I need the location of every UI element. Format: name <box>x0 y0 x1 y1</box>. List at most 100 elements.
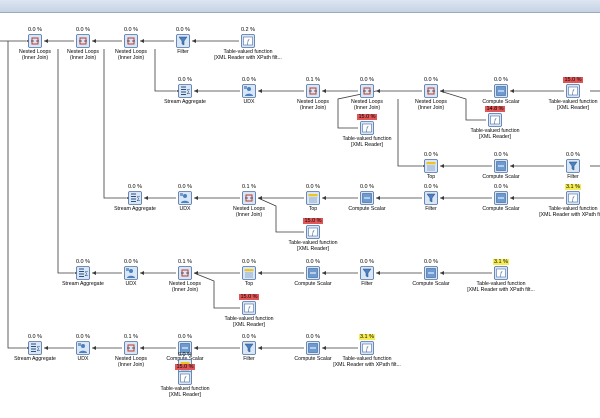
filter-icon <box>360 266 374 280</box>
plan-operator-filter[interactable]: 0.0 %Filter <box>189 334 309 388</box>
plan-operator-compute-scalar[interactable]: 0.0 %Compute Scalar <box>125 334 245 388</box>
operator-label: Stream Aggregate <box>125 99 245 105</box>
plan-operator-filter[interactable]: 0.0 % Filter <box>123 27 243 81</box>
plan-operator-udx[interactable]: 0.0 %UDX <box>71 259 191 313</box>
cost-value: 15.0 % <box>175 364 195 370</box>
operator-detail: [XML Reader with XPath filt... <box>333 362 401 368</box>
operator-cost-percent: 0.0 % <box>441 184 561 190</box>
connector-arrowhead <box>510 196 514 200</box>
plan-operator-compute-scalar[interactable]: 0.0 %Compute Scalar <box>441 152 561 206</box>
svg-text:f: f <box>312 230 315 237</box>
operator-cost-percent: 15.0 % <box>125 364 245 370</box>
operator-detail: [XML Reader] <box>557 105 589 111</box>
operator-detail: [XML Reader] <box>351 142 383 148</box>
operator-detail: (Inner Join) <box>235 212 263 218</box>
plan-operator-udx[interactable]: 0.0 %UDX <box>125 184 245 238</box>
plan-operator-nested-loops[interactable]: 0.1 %Nested Loops(Inner Join) <box>189 184 309 238</box>
table-valued-function-icon: f <box>360 121 374 135</box>
nested-loops-icon <box>242 191 256 205</box>
table-valued-function-icon: f <box>178 371 192 385</box>
plan-operator-nested-loops[interactable]: 0.1 %Nested Loops(Inner Join) <box>125 259 245 313</box>
operator-cost-percent: 0.0 % <box>0 334 95 340</box>
operator-name: Filter <box>361 281 373 287</box>
operator-cost-percent: 0.0 % <box>371 259 491 265</box>
operator-cost-percent: 0.0 % <box>189 77 309 83</box>
cost-value: 0.0 % <box>241 259 257 265</box>
cost-value: 0.0 % <box>423 152 439 158</box>
plan-operator-nested-loops[interactable]: 0.0 %Nested Loops(Inner Join) <box>0 27 95 81</box>
nested-loops-icon <box>124 341 138 355</box>
operator-detail: (Inner Join) <box>69 55 97 61</box>
plan-operator-nested-loops[interactable]: 0.0 %Nested Loops(Inner Join) <box>307 77 427 131</box>
svg-text:Σ: Σ <box>37 347 41 353</box>
plan-operator-udx[interactable]: 0.0 %UDX <box>189 77 309 131</box>
plan-operator-top[interactable]: 0.0 %Top <box>253 184 373 238</box>
plan-operator-top[interactable]: 0.0 %Top <box>371 152 491 206</box>
plan-operator-compute-scalar[interactable]: 0.0 %Compute Scalar <box>253 259 373 313</box>
operator-name: Nested Loops <box>18 49 51 55</box>
cost-value: 0.0 % <box>305 184 321 190</box>
plan-header-bar <box>0 0 600 13</box>
plan-operator-filter[interactable]: 0.0 %Filter <box>307 259 427 313</box>
nested-loops-icon <box>124 34 138 48</box>
operator-label: Nested Loops(Inner Join) <box>23 49 143 61</box>
operator-name: Nested Loops <box>114 356 147 362</box>
operator-detail: (Inner Join) <box>117 55 145 61</box>
connector-arrowhead <box>440 196 444 200</box>
plan-operator-nested-loops[interactable]: 0.0 %Nested Loops(Inner Join) <box>23 27 143 81</box>
stream-aggregate-icon: Σ <box>76 266 90 280</box>
plan-operator-top[interactable]: 0.0 %Top <box>189 259 309 313</box>
compute-scalar-icon <box>424 266 438 280</box>
operator-cost-percent: 0.1 % <box>125 259 245 265</box>
operator-cost-percent: 0.1 % <box>71 334 191 340</box>
plan-operator-nested-loops[interactable]: 0.0 %Nested Loops(Inner Join) <box>71 27 191 81</box>
operator-label: Table-valued function[XML Reader] <box>125 386 245 398</box>
top-icon <box>242 266 256 280</box>
operator-cost-percent: 0.0 % <box>253 334 373 340</box>
cost-value: 0.0 % <box>423 184 439 190</box>
connector-arrow <box>257 197 304 233</box>
plan-operator-compute-scalar[interactable]: 0.0 %Compute Scalar <box>253 334 373 388</box>
plan-operator-udx[interactable]: 0.0 %UDX <box>23 334 143 388</box>
plan-operator-filter[interactable]: 0.0 %Filter <box>513 152 600 206</box>
plan-operator-nested-loops[interactable]: 0.1 %Nested Loops(Inner Join) <box>253 77 373 131</box>
plan-operator-compute-scalar[interactable]: 0.0 %Compute Scalar <box>441 77 561 131</box>
filter-icon <box>242 341 256 355</box>
operator-detail: [XML Reader] <box>297 246 329 252</box>
table-valued-function-icon: f <box>488 113 502 127</box>
cost-value: 0.0 % <box>127 184 143 190</box>
connector-arrowhead <box>140 39 144 43</box>
plan-operator-nested-loops[interactable]: 0.0 %Nested Loops(Inner Join) <box>371 77 491 131</box>
stream-aggregate-icon: Σ <box>178 84 192 98</box>
plan-operator-compute-scalar[interactable]: 0.0 %Compute Scalar <box>371 259 491 313</box>
plan-operator-compute-scalar[interactable]: 0.0 %Compute Scalar <box>441 184 561 238</box>
operator-detail: (Inner Join) <box>171 287 199 293</box>
operator-detail: (Inner Join) <box>117 362 145 368</box>
execution-plan-canvas[interactable]: 0.0 %Nested Loops(Inner Join)0.0 %Nested… <box>0 12 600 400</box>
operator-cost-percent: 0.2 % <box>188 27 308 33</box>
plan-operator-compute-scalar[interactable]: 0.0 %Compute Scalar <box>307 184 427 238</box>
table-valued-function-icon: f <box>241 34 255 48</box>
operator-name: Filter <box>177 49 189 55</box>
operator-cost-percent: 0.0 % <box>75 184 195 190</box>
plan-operator-filter[interactable]: 0.0 %Filter <box>371 184 491 238</box>
operator-label: Nested Loops (Inner Join) <box>0 49 95 61</box>
operator-cost-percent: 0.0 % <box>125 77 245 83</box>
operator-label: Nested Loops(Inner Join) <box>71 356 191 368</box>
plan-operator-nested-loops[interactable]: 0.1 % Nested Loops(Inner Join) <box>71 334 191 388</box>
operator-label: Table-valued function[XML Reader with XP… <box>188 49 308 61</box>
